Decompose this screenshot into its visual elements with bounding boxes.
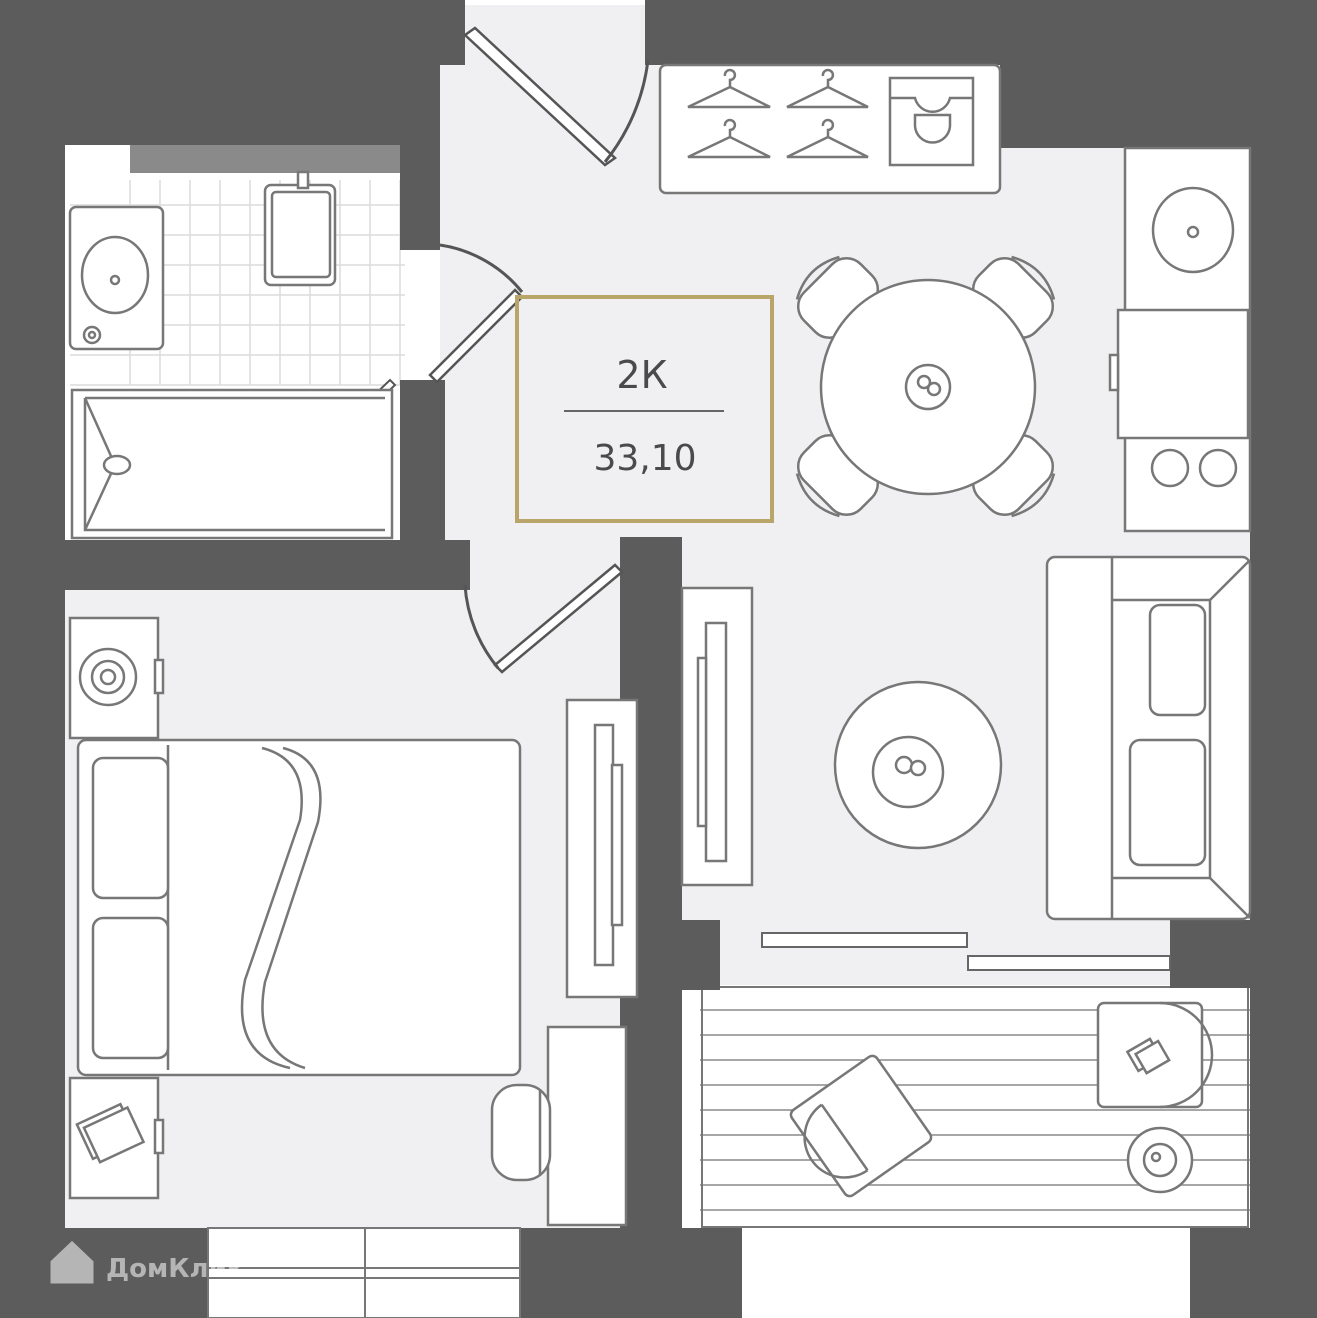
coffee-table (833, 680, 1003, 850)
desk (490, 1025, 628, 1227)
bathtub (70, 388, 394, 540)
wall-bottom-right (1190, 1228, 1317, 1318)
pillow (91, 756, 170, 900)
cooktop (1150, 448, 1238, 488)
wall-top-left (0, 0, 465, 65)
plant-icon (904, 363, 952, 411)
unit-area: 33,10 (593, 438, 696, 479)
nightstand (68, 616, 165, 740)
wall-left-outer (0, 0, 65, 1318)
side-table (1126, 1126, 1194, 1194)
wall-bottom-left (0, 1228, 208, 1318)
hanger-icon (687, 68, 869, 159)
wall-top-left-inner (0, 60, 440, 145)
bedroom-window (207, 1227, 521, 1318)
armchair (789, 1054, 933, 1198)
wall-balcony-right (1170, 920, 1317, 988)
sofa-cushion (1128, 738, 1207, 867)
bedroom-furniture (68, 616, 639, 1227)
dining-set (795, 255, 1056, 518)
balcony-furniture (789, 1001, 1214, 1198)
entrance-door (463, 26, 650, 167)
bathroom-fixtures (68, 170, 394, 540)
wall-bottom-mid (520, 1228, 742, 1318)
balcony-sliding-door (761, 932, 1171, 971)
balcony-planks (700, 986, 1250, 1228)
blanket-edge (240, 746, 303, 1070)
tv-unit-bedroom (565, 698, 639, 999)
watermark-text: ДомКлик (106, 1254, 245, 1284)
pillow (91, 916, 170, 1060)
wall-right-outer (1250, 0, 1317, 1318)
armchair (1096, 1001, 1214, 1109)
sofa-cushion (1148, 603, 1207, 717)
wall-bath-bottom (0, 540, 470, 590)
kitchen-sink (1151, 186, 1235, 274)
house-logo-icon (50, 1240, 94, 1284)
sofa (1045, 555, 1252, 921)
washbasin (68, 205, 165, 351)
wall-bath-right-top (400, 120, 440, 250)
fridge (1108, 308, 1250, 440)
wardrobe (658, 63, 1002, 195)
wall-top-right (645, 0, 1317, 65)
toilet (263, 170, 337, 287)
box-icon (888, 76, 975, 167)
wall-bath-right-bottom (400, 380, 445, 545)
unit-type: 2К (616, 353, 667, 397)
watermark: ДомКлик (50, 1240, 245, 1284)
bedroom-door (463, 563, 624, 674)
bed (76, 738, 522, 1077)
kitchen (1108, 146, 1252, 533)
nightstand (68, 1076, 165, 1200)
tv-unit-living (680, 586, 754, 887)
unit-label: 2К 33,10 (515, 295, 774, 523)
bathroom-shelf (130, 145, 400, 173)
unit-label-frame (515, 295, 774, 523)
